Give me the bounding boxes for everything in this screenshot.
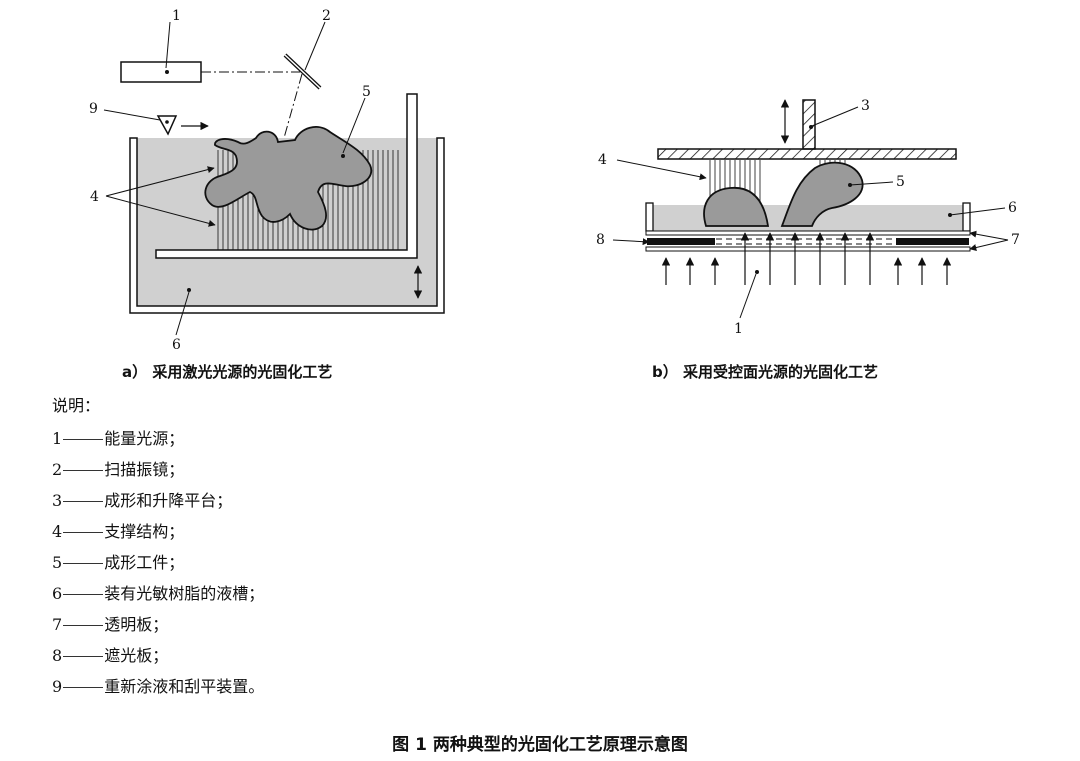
vat-wall-left-b bbox=[645, 202, 654, 232]
laser-beam-down bbox=[283, 73, 303, 139]
build-platform-b bbox=[657, 148, 957, 160]
light-arrows bbox=[661, 232, 952, 285]
callout-a-9: 9 bbox=[89, 101, 98, 117]
callout-b-4: 4 bbox=[598, 152, 607, 168]
figure-caption: 图 1 两种典型的光固化工艺原理示意图 bbox=[392, 735, 688, 755]
energy-source-box bbox=[120, 61, 202, 83]
callout-a-6: 6 bbox=[172, 337, 181, 353]
callout-b-5: 5 bbox=[896, 174, 905, 190]
callout-a-2: 2 bbox=[322, 8, 331, 24]
transparent-plate-top bbox=[645, 230, 971, 236]
mask-left bbox=[647, 238, 715, 245]
callout-b-8: 8 bbox=[596, 232, 605, 248]
mask-right bbox=[896, 238, 969, 245]
callout-b-6: 6 bbox=[1008, 200, 1017, 216]
transparent-plate-bottom bbox=[645, 246, 971, 252]
formed-part-b-left bbox=[703, 187, 770, 227]
caption-a: a） 采用激光光源的光固化工艺 bbox=[122, 363, 332, 381]
formed-part-a bbox=[204, 126, 373, 231]
callout-b-3: 3 bbox=[861, 98, 870, 114]
recoater-icon bbox=[156, 115, 178, 136]
legend-title: 说明： bbox=[52, 396, 101, 415]
platform-rod bbox=[802, 99, 816, 150]
panel-b-area-light-sla: 3 4 5 6 8 7 1 b） 采用受控面光源的光固化工艺 bbox=[596, 98, 1020, 381]
formed-part-b-right bbox=[780, 161, 864, 227]
vat-wall-right-b bbox=[962, 202, 971, 232]
build-platform-a bbox=[155, 93, 418, 259]
callout-a-4: 4 bbox=[90, 189, 99, 205]
support-structure-b bbox=[709, 160, 846, 203]
callout-a-5: 5 bbox=[362, 84, 371, 100]
panel-a-laser-sla: 1 2 5 9 4 6 a） 采用激光光源的光固化工艺 bbox=[89, 8, 445, 381]
callout-b-1: 1 bbox=[734, 321, 743, 337]
vat-a bbox=[129, 137, 445, 314]
caption-b: b） 采用受控面光源的光固化工艺 bbox=[652, 363, 878, 381]
callout-b-7: 7 bbox=[1011, 232, 1020, 248]
callout-a-1: 1 bbox=[172, 8, 181, 24]
